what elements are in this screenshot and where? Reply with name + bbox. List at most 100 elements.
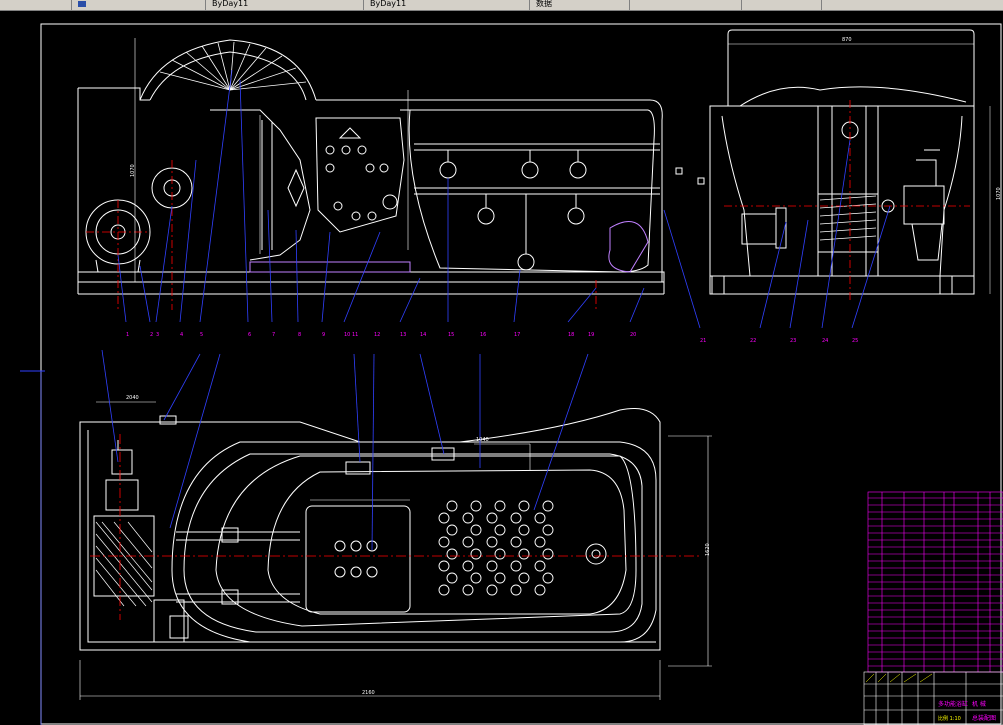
balloon-number: 17 [514,332,520,338]
jet-nozzle [542,524,554,536]
jet-nozzle [518,500,530,512]
balloon-number: 14 [420,332,426,338]
dim-plan-sub1: 2040 [126,395,139,401]
jet-nozzle [518,572,530,584]
jet-nozzle [470,500,482,512]
taskbar: ByDay11 ByDay11 数据 [0,0,1003,11]
balloon-number: 2 [150,332,153,338]
balloon-number: 5 [200,332,203,338]
balloon-number: 8 [298,332,301,338]
cad-drawing-canvas[interactable]: 1234567891011121314151617181920212223242… [0,10,1003,725]
jet-nozzle [542,500,554,512]
jet-nozzle [470,524,482,536]
jet-nozzle [438,536,450,548]
dimension-texts: 2160 1620 1070 870 1070 2040 1040 [126,37,1002,696]
jet-nozzle [462,584,474,596]
jet-nozzle [510,560,522,572]
balloon-number: 24 [822,338,828,344]
balloon-number: 6 [248,332,251,338]
jet-nozzle [486,536,498,548]
drawing-frame [40,23,1002,725]
taskbar-tab[interactable] [742,0,822,10]
jet-nozzle [486,512,498,524]
dim-plan-sub2: 1040 [476,437,489,443]
dim-side-width: 870 [842,37,852,43]
title-block-text: 多功能浴缸 机 械 总装配图 比例 1:10 [938,700,996,722]
taskbar-tab[interactable] [0,0,72,10]
jet-nozzle [534,536,546,548]
jet-nozzle [534,512,546,524]
balloon-number: 19 [588,332,594,338]
drawing-title: 多功能浴缸 [938,700,968,708]
jet-nozzle [510,512,522,524]
jet-nozzle [438,560,450,572]
jet-nozzle [462,512,474,524]
balloon-number: 22 [750,338,756,344]
jet-nozzle [518,524,530,536]
balloon-number: 21 [700,338,706,344]
jet-nozzle [518,548,530,560]
jet-nozzle [446,548,458,560]
jet-nozzle [446,524,458,536]
balloon-number: 9 [322,332,325,338]
jet-nozzle [446,572,458,584]
jet-nozzle [446,500,458,512]
scale-text: 比例 1:10 [938,715,961,722]
balloon-number: 18 [568,332,574,338]
front-view [77,39,665,295]
plan-view [79,408,661,651]
school-name: 机 械 [972,700,986,708]
balloon-number: 4 [180,332,183,338]
front-leaders [117,69,701,329]
dim-overall-length: 2160 [362,690,375,696]
jet-nozzle [438,584,450,596]
side-view [709,29,975,295]
bom-table [867,491,1003,673]
jet-nozzle [486,584,498,596]
taskbar-tab-label: 数据 [536,0,552,8]
taskbar-tab[interactable]: 数据 [530,0,630,10]
dim-front-height: 1070 [130,164,136,177]
jet-nozzle [470,548,482,560]
drawing-name: 总装配图 [972,714,996,722]
jet-nozzle [494,572,506,584]
balloon-number: 13 [400,332,406,338]
plan-leaders [101,349,589,551]
taskbar-tab[interactable] [630,0,742,10]
jet-nozzle [494,548,506,560]
balloon-number: 25 [852,338,858,344]
taskbar-tab[interactable]: ByDay11 [206,0,364,10]
dim-plan-width: 1620 [705,543,711,556]
balloon-number: 10 [344,332,350,338]
jet-nozzle [470,572,482,584]
taskbar-tab-label: ByDay11 [370,0,407,8]
balloon-number: 7 [272,332,275,338]
balloon-number: 1 [126,332,129,338]
jet-grid [438,500,554,596]
jet-nozzle [510,536,522,548]
jet-nozzle [486,560,498,572]
jet-nozzle [534,584,546,596]
balloon-number: 11 [352,332,358,338]
jet-nozzle [462,536,474,548]
dim-side-height: 1070 [996,187,1002,200]
title-block [863,671,1003,725]
balloon-number: 20 [630,332,636,338]
window-icon [78,0,86,7]
balloon-number: 16 [480,332,486,338]
jet-nozzle [510,584,522,596]
title-block-hatch [865,673,933,683]
taskbar-tab[interactable] [72,0,206,10]
jet-nozzle [462,560,474,572]
jet-nozzle [438,512,450,524]
side-leaders [759,139,891,329]
balloon-number: 23 [790,338,796,344]
jet-nozzle [494,524,506,536]
jet-nozzle [534,560,546,572]
jet-nozzle [542,572,554,584]
jet-nozzle [494,500,506,512]
taskbar-tab[interactable]: ByDay11 [364,0,530,10]
jet-nozzle [542,548,554,560]
balloon-number: 3 [156,332,159,338]
